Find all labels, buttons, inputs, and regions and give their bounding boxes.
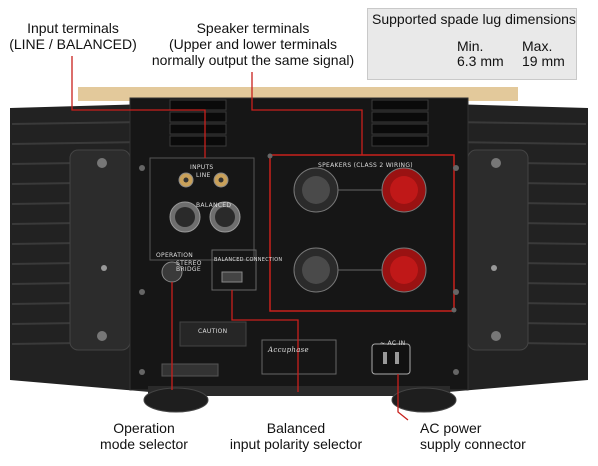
callout-speaker-line3: normally output the same signal) (151, 52, 355, 68)
callout-ac-line1: AC power (420, 420, 482, 436)
operation-marking: OPERATION (156, 252, 194, 259)
rating-plate (261, 339, 337, 375)
inputs-panel (149, 157, 255, 261)
line-marking: LINE (196, 172, 211, 179)
balanced-polarity-switch[interactable] (221, 271, 243, 283)
caution-marking: CAUTION (198, 328, 228, 335)
callout-ac-power: AC power supply connector (420, 420, 526, 452)
callout-input-terminals: Input terminals (LINE / BALANCED) (8, 20, 138, 52)
balanced-connection-panel (211, 249, 257, 291)
callout-balanced-line2: input polarity selector (229, 436, 363, 452)
speaker-terminal-lower-negative[interactable] (293, 247, 339, 293)
callout-input-terminals-line1: Input terminals (27, 20, 119, 36)
callout-speaker-line2: (Upper and lower terminals (168, 36, 338, 52)
callout-operation-line1: Operation (113, 420, 175, 436)
spade-lug-title: Supported spade lug dimensions (372, 11, 576, 27)
ac-in-marking: ~ AC IN (380, 340, 406, 347)
callout-balanced-polarity: Balanced input polarity selector (216, 420, 376, 452)
ac-power-connector[interactable] (371, 343, 411, 375)
callout-balanced-line1: Balanced (266, 420, 326, 436)
bottom-rail (148, 386, 450, 396)
balanced-marking: BALANCED (196, 202, 232, 209)
lug-min-label: Min. (457, 38, 484, 54)
speaker-terminal-lower-positive[interactable] (381, 247, 427, 293)
caution-label (179, 321, 247, 347)
left-handle (69, 149, 131, 351)
callout-speaker-terminals: Speaker terminals (Upper and lower termi… (148, 20, 358, 68)
callout-operation-mode: Operation mode selector (94, 420, 194, 452)
lug-max-value: 19 mm (522, 53, 565, 69)
callout-speaker-line1: Speaker terminals (196, 20, 310, 36)
speaker-terminal-upper-positive[interactable] (381, 167, 427, 213)
balanced-connection-marking: BALANCED CONNECTION (214, 257, 283, 263)
inputs-marking: INPUTS (190, 164, 214, 171)
brand-logo: Accuphase (268, 346, 310, 354)
lug-min-value: 6.3 mm (457, 53, 504, 69)
stereo-marking: STEREO (176, 260, 202, 267)
bridge-marking: BRIDGE (176, 266, 201, 273)
right-foot (391, 387, 457, 413)
callout-lines (71, 56, 409, 421)
callout-operation-line2: mode selector (100, 436, 188, 452)
right-handle (467, 149, 529, 351)
callout-input-terminals-line2: (LINE / BALANCED) (9, 36, 137, 52)
speaker-terminal-upper-negative[interactable] (293, 167, 339, 213)
left-foot (143, 387, 209, 413)
lug-max-label: Max. (522, 38, 553, 54)
spade-lug-box (367, 8, 577, 80)
speakers-marking: SPEAKERS (CLASS 2 WIRING) (318, 162, 413, 169)
serial-plate (161, 363, 219, 377)
callout-ac-line2: supply connector (420, 436, 526, 452)
